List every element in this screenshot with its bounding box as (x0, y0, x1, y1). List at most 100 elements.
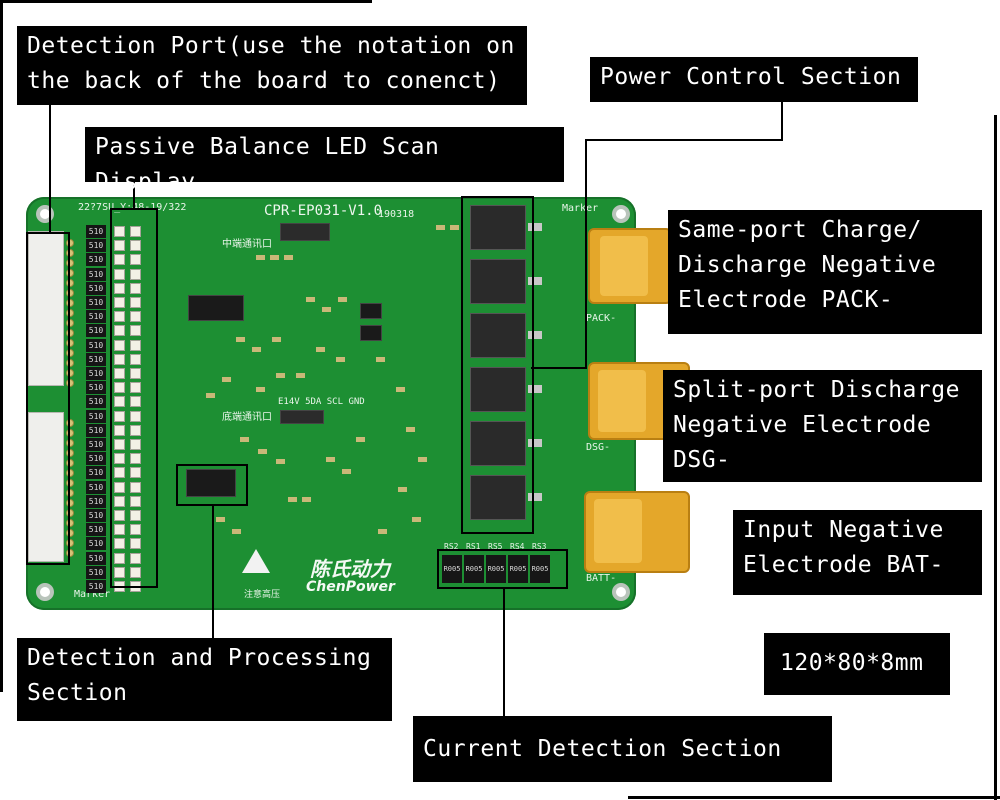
balance-resistor: 510 (86, 452, 106, 466)
balance-resistor: 510 (86, 423, 106, 437)
balance-resistor: 510 (86, 367, 106, 380)
smd-part (252, 347, 261, 352)
smd-part (256, 387, 265, 392)
balance-resistor: 510 (86, 395, 106, 409)
led-indicator (114, 453, 125, 465)
led-indicator (114, 368, 125, 379)
led-indicator (130, 538, 141, 550)
smd-part (356, 437, 365, 442)
led-indicator (114, 481, 125, 493)
pad-dsg-label: DSG- (586, 442, 611, 453)
led-indicator (130, 524, 141, 536)
led-indicator (114, 254, 125, 266)
mounting-hole-top-left (36, 205, 54, 223)
balance-resistor: 510 (86, 310, 106, 324)
smd-part (342, 469, 351, 474)
led-indicator (130, 325, 141, 337)
connector-pin (66, 429, 74, 437)
xt-connector-pack (588, 228, 672, 304)
connector-pin (66, 279, 74, 287)
smd-part (206, 393, 215, 398)
led-indicator (114, 325, 125, 337)
led-indicator (114, 467, 125, 479)
smd-part (256, 255, 265, 260)
smd-part (236, 337, 245, 342)
mosfet (470, 367, 526, 412)
led-indicator (130, 353, 141, 365)
mosfet (470, 205, 526, 250)
balance-resistor: 510 (86, 338, 106, 352)
smd-part (418, 457, 427, 462)
led-indicator (130, 339, 141, 351)
label-current-detection: Current Detection Section (413, 716, 832, 782)
frame-top-line (0, 0, 372, 3)
led-indicator (130, 510, 141, 521)
detection-connector-upper (28, 231, 64, 386)
shunt-label: RS2 (444, 542, 459, 551)
smd-part (276, 459, 285, 464)
led-indicator (114, 311, 125, 323)
marker-top: Marker (562, 203, 599, 214)
smd-part (306, 297, 315, 302)
led-indicator (130, 552, 141, 564)
smd-part (376, 357, 385, 362)
high-voltage-warning-icon (242, 549, 270, 573)
led-indicator (130, 282, 141, 294)
connector-pin (66, 549, 74, 557)
connector-pin (66, 489, 74, 497)
label-detection-port: Detection Port(use the notation on the b… (17, 26, 527, 105)
led-indicator (114, 339, 125, 351)
smd-part (272, 337, 281, 342)
led-indicator (114, 226, 125, 237)
balance-resistor: 510 (86, 253, 106, 267)
mosfet-tab (528, 223, 542, 231)
current-shunt: R005 (508, 555, 528, 583)
header-bottom (280, 410, 324, 424)
balance-resistor: 510 (86, 480, 106, 494)
marker-bottom: Marker (74, 589, 111, 600)
balance-resistor: 510 (86, 239, 106, 253)
led-indicator (114, 510, 125, 521)
smd-part (338, 297, 347, 302)
connector-pin (66, 519, 74, 527)
connector-pin (66, 309, 74, 317)
leader-processing (212, 505, 214, 640)
leader-power-control-v (781, 101, 783, 141)
led-indicator (114, 240, 125, 252)
mosfet-tab (528, 277, 542, 285)
connector-pin (66, 379, 74, 387)
connector-pin (66, 479, 74, 487)
warning-text: 注意高压 (244, 590, 281, 600)
smd-part (450, 225, 459, 230)
batch-code: 22?7SU_Y:48-19/322 (78, 202, 186, 213)
connector-pin (66, 269, 74, 277)
led-indicator (114, 495, 125, 507)
frame-right-line (994, 115, 997, 800)
smd-part (436, 225, 445, 230)
led-indicator (130, 240, 141, 252)
label-passive-balance: Passive Balance LED Scan Display (85, 127, 564, 195)
led-indicator (130, 311, 141, 323)
connector-pin (66, 529, 74, 537)
led-indicator (130, 368, 141, 379)
smd-part (326, 457, 335, 462)
current-shunt: R005 (486, 555, 506, 583)
led-indicator (130, 481, 141, 493)
leader-power-control-tail (531, 367, 587, 369)
leader-current (503, 589, 505, 719)
led-indicator (114, 282, 125, 294)
current-shunt: R005 (442, 555, 462, 583)
led-indicator (114, 424, 125, 436)
balance-resistor: 510 (86, 438, 106, 451)
outline-detection-port (26, 232, 70, 565)
leader-passive-balance (133, 180, 135, 210)
label-input-negative: Input Negative Electrode BAT- (733, 510, 982, 595)
balance-resistor: 510 (86, 537, 106, 551)
shunt-label: RS4 (510, 542, 525, 551)
board-model: CPR-EP031-V1.0 (264, 203, 383, 219)
driver-chip-b (360, 325, 382, 341)
mcu-chip (188, 295, 244, 321)
led-indicator (130, 424, 141, 436)
afe-chip (186, 469, 236, 497)
balance-resistor: 510 (86, 580, 106, 593)
